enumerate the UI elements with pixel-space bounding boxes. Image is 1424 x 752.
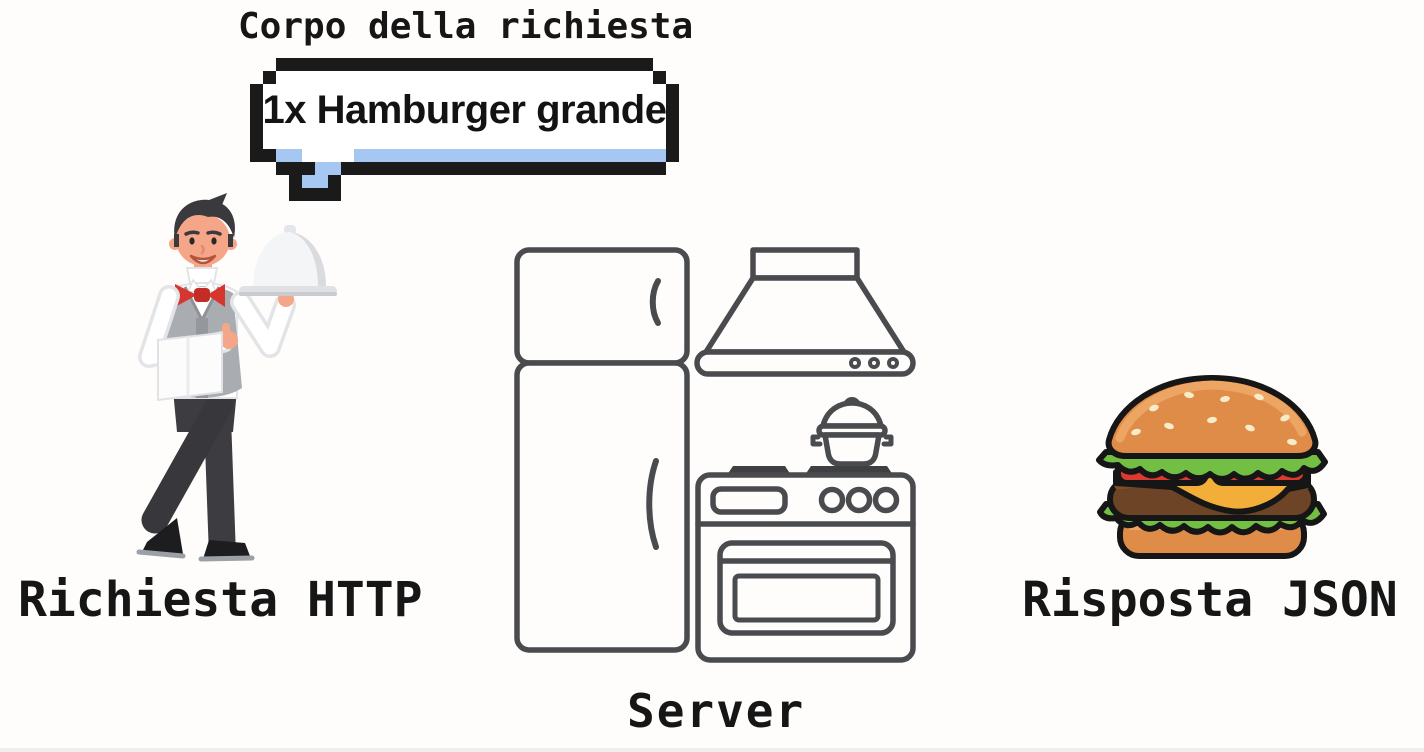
tray-arm: [230, 291, 296, 358]
sesame-seeds: [1131, 391, 1297, 446]
pixel-speech-bubble: [250, 58, 679, 201]
waiter-legs: [136, 390, 255, 562]
range-hood-icon: [694, 247, 916, 377]
top-bun: [1105, 375, 1319, 459]
bottom-edge-artifact: [0, 748, 1424, 752]
waiter-icon: [136, 193, 337, 562]
label-risposta-json: Risposta JSON: [1022, 572, 1398, 628]
pot-icon: [810, 397, 894, 467]
request-body-title: Corpo della richiesta: [238, 6, 694, 47]
stove-icon: [695, 466, 916, 663]
label-richiesta-http: Richiesta HTTP: [18, 572, 423, 628]
burger-icon: [1096, 375, 1328, 559]
fridge-icon: [514, 247, 690, 653]
kitchen-icon: [514, 247, 916, 663]
bow-tie: [175, 284, 225, 307]
napkin-arm: [138, 285, 238, 402]
cloche-icon: [239, 225, 337, 296]
label-server: Server: [627, 684, 806, 738]
speech-bubble-text: 1x Hamburger grande: [262, 87, 667, 132]
